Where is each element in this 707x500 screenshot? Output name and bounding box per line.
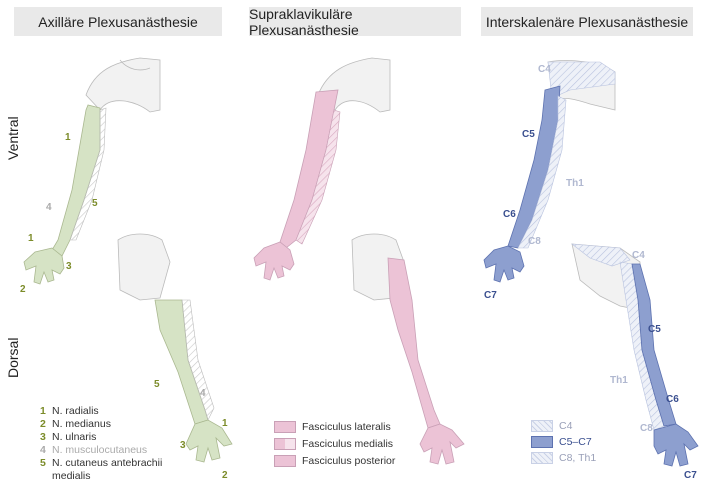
ad-label-3: 3 <box>180 440 186 451</box>
ad-label-4: 4 <box>200 388 206 399</box>
legend-axillary-row: 3 N. ulnaris <box>40 431 202 444</box>
legend-axillary-row: 5 N. cutaneus antebrachii medialis <box>40 457 202 483</box>
swatch-c4 <box>531 420 553 432</box>
legend-text: Fasciculus posterior <box>302 454 396 467</box>
legend-num: 3 <box>40 431 46 443</box>
header-axillary-text: Axilläre Plexusanästhesie <box>38 13 198 30</box>
legend-axillary-row: 4 N. musculocutaneus <box>40 444 202 457</box>
interscalene-ventral-labels: C4 C5 Th1 C6 C8 C7 <box>484 64 584 301</box>
legend-supraclavicular: Fasciculus lateralis Fasciculus medialis… <box>274 418 395 469</box>
header-interscalene-text: Interskalenäre Plexusanästhesie <box>485 13 689 30</box>
interscalene-dorsal-labels: C4 C5 Th1 C6 C8 C7 <box>610 250 697 481</box>
ad-label-5: 5 <box>154 379 160 390</box>
legend-supra-row: Fasciculus lateralis <box>274 418 395 435</box>
swatch-medial <box>274 437 296 450</box>
header-supraclavicular: Supraklavikuläre Plexusanästhesie <box>249 5 461 38</box>
legend-num: 5 <box>40 457 46 469</box>
legend-text: C8, Th1 <box>559 452 597 464</box>
iv-label-c4: C4 <box>538 64 551 75</box>
legend-num: 4 <box>40 444 46 456</box>
legend-text: Fasciculus medialis <box>302 437 394 450</box>
legend-text: N. cutaneus antebrachii medialis <box>52 457 163 482</box>
legend-axillary-row: 1 N. radialis <box>40 405 202 418</box>
legend-supra-row: Fasciculus posterior <box>274 452 395 469</box>
axillary-dorsal-labels: 5 4 1 3 2 <box>154 379 228 481</box>
id-label-c7: C7 <box>684 470 697 481</box>
supraclavicular-ventral-arm <box>253 57 391 281</box>
swatch-posterior <box>274 454 296 467</box>
iv-label-th1: Th1 <box>566 178 584 189</box>
iv-label-c6: C6 <box>503 209 516 220</box>
legend-text: N. ulnaris <box>52 431 97 443</box>
av-label-2: 2 <box>20 284 26 295</box>
id-label-c6: C6 <box>666 394 679 405</box>
legend-text: N. medianus <box>52 418 111 430</box>
legend-text: C4 <box>559 420 573 432</box>
iv-label-c5: C5 <box>522 129 535 140</box>
swatch-c5-c7 <box>531 436 553 448</box>
iv-label-c8: C8 <box>528 236 541 247</box>
av-label-1b: 1 <box>28 233 34 244</box>
av-label-5: 5 <box>92 198 98 209</box>
id-label-th1: Th1 <box>610 375 628 386</box>
legend-inter-row: C4 <box>531 418 596 434</box>
id-label-c4: C4 <box>632 250 645 261</box>
axillary-ventral-arm <box>23 57 161 285</box>
legend-text: Fasciculus lateralis <box>302 420 391 433</box>
legend-text: C5–C7 <box>559 436 592 448</box>
legend-num: 2 <box>40 418 46 430</box>
supraclavicular-dorsal-arm <box>351 233 465 465</box>
legend-inter-row: C5–C7 <box>531 434 596 450</box>
legend-text: N. musculocutaneus <box>52 444 148 456</box>
av-label-3: 3 <box>66 261 72 272</box>
header-axillary: Axilläre Plexusanästhesie <box>14 7 222 36</box>
legend-num: 1 <box>40 405 46 417</box>
id-label-c8: C8 <box>640 423 653 434</box>
interscalene-dorsal-arm <box>571 243 699 467</box>
legend-interscalene: C4 C5–C7 C8, Th1 <box>531 418 596 466</box>
legend-axillary-row: 2 N. medianus <box>40 418 202 431</box>
axillary-ventral-labels: 1 4 5 1 3 2 <box>20 132 98 295</box>
id-label-c5: C5 <box>648 324 661 335</box>
av-label-1a: 1 <box>65 132 71 143</box>
legend-text: N. radialis <box>52 405 99 417</box>
av-label-4: 4 <box>46 202 52 213</box>
axillary-dorsal-arm <box>117 233 233 463</box>
interscalene-ventral-arm <box>483 60 616 283</box>
swatch-lateral <box>274 420 296 433</box>
swatch-c8-th1 <box>531 452 553 464</box>
header-supraclavicular-text: Supraklavikuläre Plexusanästhesie <box>249 5 359 38</box>
legend-supra-row: Fasciculus medialis <box>274 435 395 452</box>
ad-label-1: 1 <box>222 418 228 429</box>
ad-label-2: 2 <box>222 470 228 481</box>
iv-label-c7: C7 <box>484 290 497 301</box>
header-interscalene: Interskalenäre Plexusanästhesie <box>481 7 693 36</box>
legend-inter-row: C8, Th1 <box>531 450 596 466</box>
